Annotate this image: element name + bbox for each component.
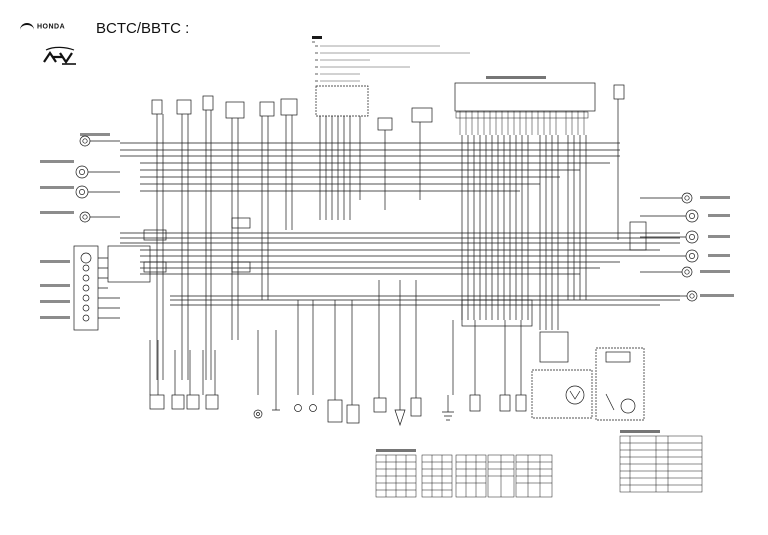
ecm-connector [455,111,589,135]
brand-text: HONDA [37,23,66,31]
switch-tables [375,454,553,498]
color-table [619,435,703,493]
top-legend [312,41,470,82]
diagram-title: BCTC/BBTC : [96,20,190,37]
main-harness [120,142,680,306]
pump-ignition [531,347,645,421]
left-lamps [75,135,120,223]
right-lamps [629,192,699,302]
model-logo-icon [43,46,76,65]
vertical-drops [149,99,619,410]
honda-wing-icon [20,23,34,30]
bottom-sensors [149,394,527,427]
legend-title-mark [40,36,734,452]
top-switches [151,82,625,131]
mid-connectors [143,217,569,363]
honda-brand: HONDA [20,23,65,30]
meter-panel [73,245,151,331]
